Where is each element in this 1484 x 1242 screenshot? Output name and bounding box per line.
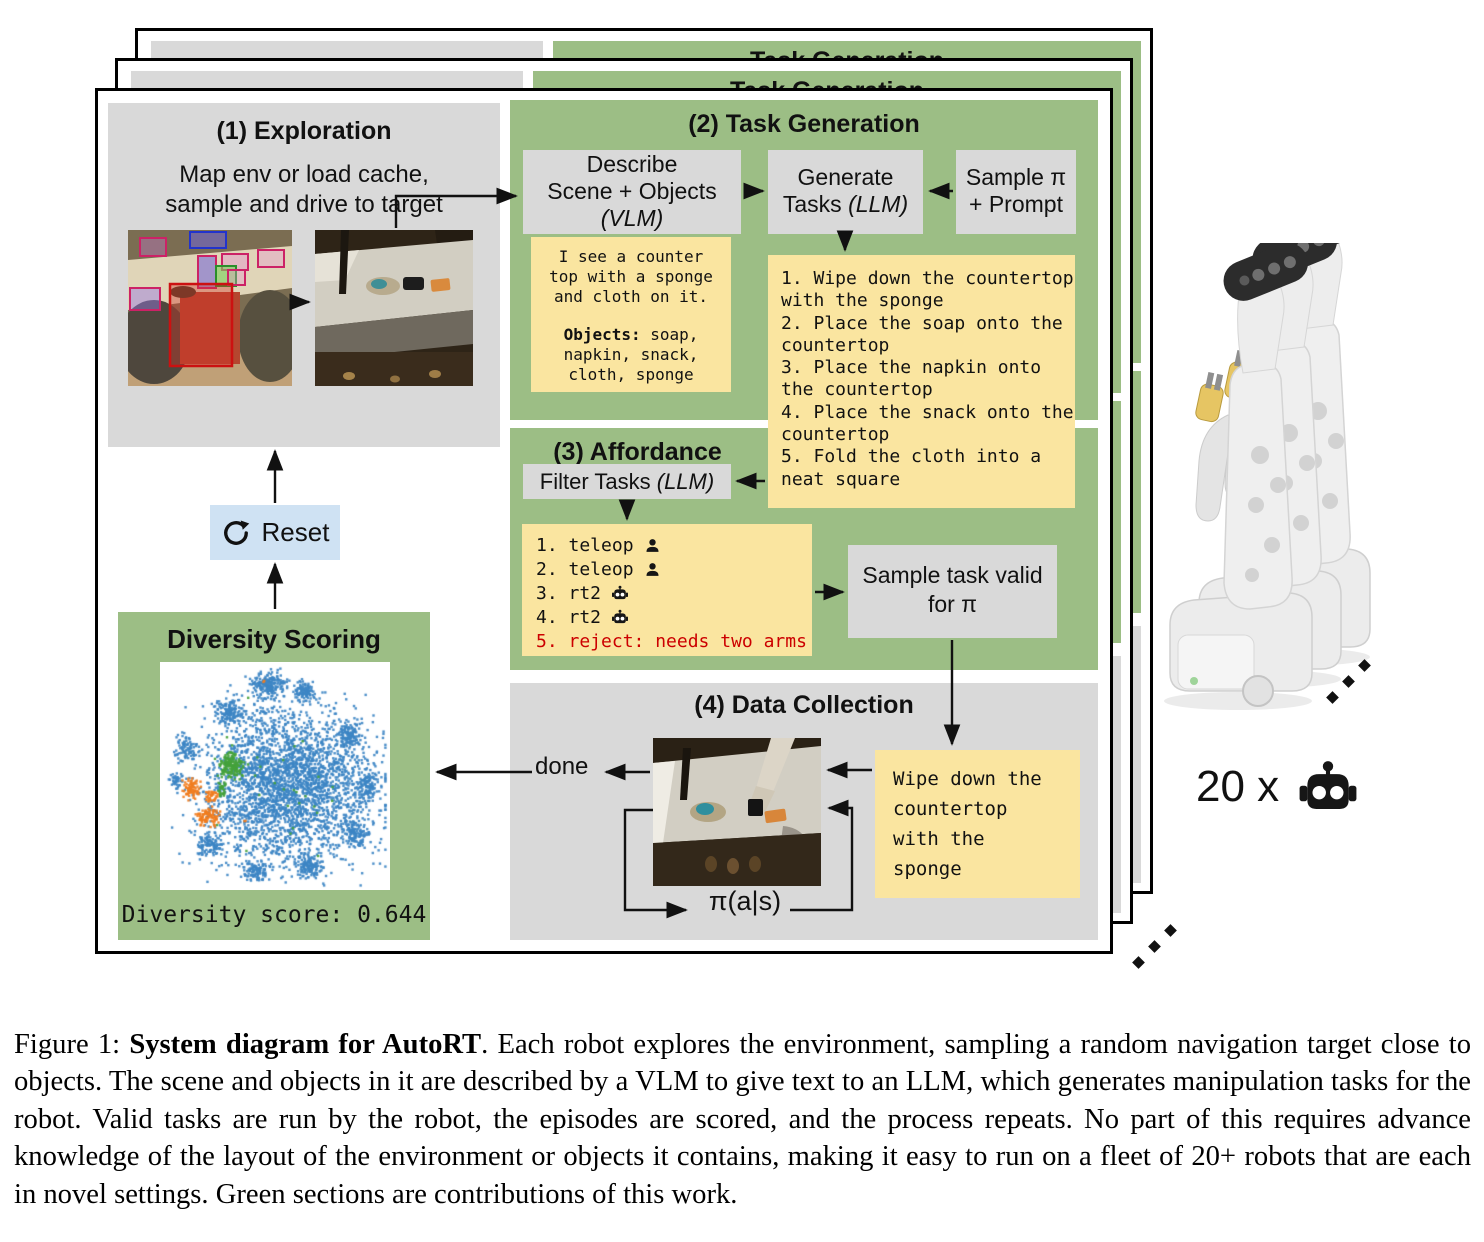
figure-label: Figure 1: bbox=[14, 1029, 130, 1060]
diversity-scatter-plot bbox=[160, 662, 390, 890]
diversity-score: Diversity score: 0.644 bbox=[121, 902, 427, 928]
exploration-description: Map env or load cache, sample and drive … bbox=[165, 161, 443, 218]
mobile-manipulator-robots bbox=[1163, 243, 1373, 712]
affordance-item: 5. reject: needs two arms bbox=[536, 630, 807, 652]
affordance-item: 1. teleop bbox=[536, 533, 812, 557]
diversity-title: Diversity Scoring bbox=[167, 624, 381, 654]
filter-tasks-box: Filter Tasks (LLM) bbox=[523, 464, 731, 499]
person-icon bbox=[644, 561, 661, 578]
reset-button: Reset bbox=[210, 505, 340, 560]
fleet-count-label: 20 x bbox=[1196, 762, 1280, 811]
llm-label: (LLM) bbox=[656, 469, 715, 494]
exploration-photo-annotated bbox=[128, 230, 292, 386]
generate-tasks-box: Generate Tasks (LLM) bbox=[768, 150, 923, 234]
robot-fleet-illustration bbox=[1158, 243, 1373, 721]
figure-caption: Figure 1: System diagram for AutoRT. Eac… bbox=[14, 1026, 1471, 1213]
counter-scene-image bbox=[315, 230, 473, 386]
llm-label: (LLM) bbox=[848, 191, 909, 217]
data-collection-title: (4) Data Collection bbox=[694, 691, 914, 719]
robot-icon bbox=[611, 609, 629, 625]
sample-valid-task-box: Sample task valid for π bbox=[848, 545, 1057, 638]
done-label: done bbox=[535, 753, 589, 780]
reset-label: Reset bbox=[261, 517, 330, 547]
robot-icon bbox=[1299, 761, 1357, 809]
caption-bold-title: System diagram for AutoRT bbox=[129, 1029, 482, 1060]
affordance-item: 4. rt2 bbox=[536, 605, 812, 629]
robot-arm-image bbox=[653, 738, 821, 886]
caption-body: . Each robot explores the environment, s… bbox=[14, 1029, 1471, 1210]
task-generation-title: (2) Task Generation bbox=[688, 110, 920, 138]
vlm-label: (VLM) bbox=[600, 205, 664, 231]
tsne-scatter-canvas bbox=[160, 662, 390, 890]
vlm-scene-description: I see a counter top with a sponge and cl… bbox=[549, 247, 713, 306]
annotated-scene-image bbox=[128, 230, 292, 386]
sample-prompt-box: Sample π + Prompt bbox=[956, 150, 1076, 234]
affordance-item: 3. rt2 bbox=[536, 581, 812, 605]
more-pages-ellipsis bbox=[1132, 924, 1177, 969]
vlm-object-list: Objects: soap, napkin, snack, cloth, spo… bbox=[563, 325, 699, 384]
exploration-section: (1) Exploration Map env or load cache, s… bbox=[108, 103, 500, 447]
person-icon bbox=[644, 537, 661, 554]
vlm-output-box: I see a counter top with a sponge and cl… bbox=[531, 237, 731, 392]
robot-icon bbox=[611, 585, 629, 601]
reset-refresh-icon bbox=[223, 520, 249, 545]
policy-label: π(a|s) bbox=[708, 886, 782, 916]
data-collection-photo bbox=[653, 738, 821, 886]
affordance-item: 2. teleop bbox=[536, 557, 812, 581]
fleet-count: 20 x bbox=[1196, 752, 1466, 822]
affordance-title: (3) Affordance bbox=[553, 438, 722, 466]
describe-scene-box: Describe Scene + Objects (VLM) bbox=[523, 150, 741, 234]
generated-task-list: 1. Wipe down the countertop with the spo… bbox=[768, 255, 1075, 508]
diversity-scoring-section: Diversity Scoring Diversity score: 0.644 bbox=[118, 612, 430, 940]
exploration-title: (1) Exploration bbox=[216, 117, 392, 145]
current-task-box: Wipe down the countertop with the sponge bbox=[875, 750, 1080, 898]
exploration-photo-target bbox=[315, 230, 473, 386]
